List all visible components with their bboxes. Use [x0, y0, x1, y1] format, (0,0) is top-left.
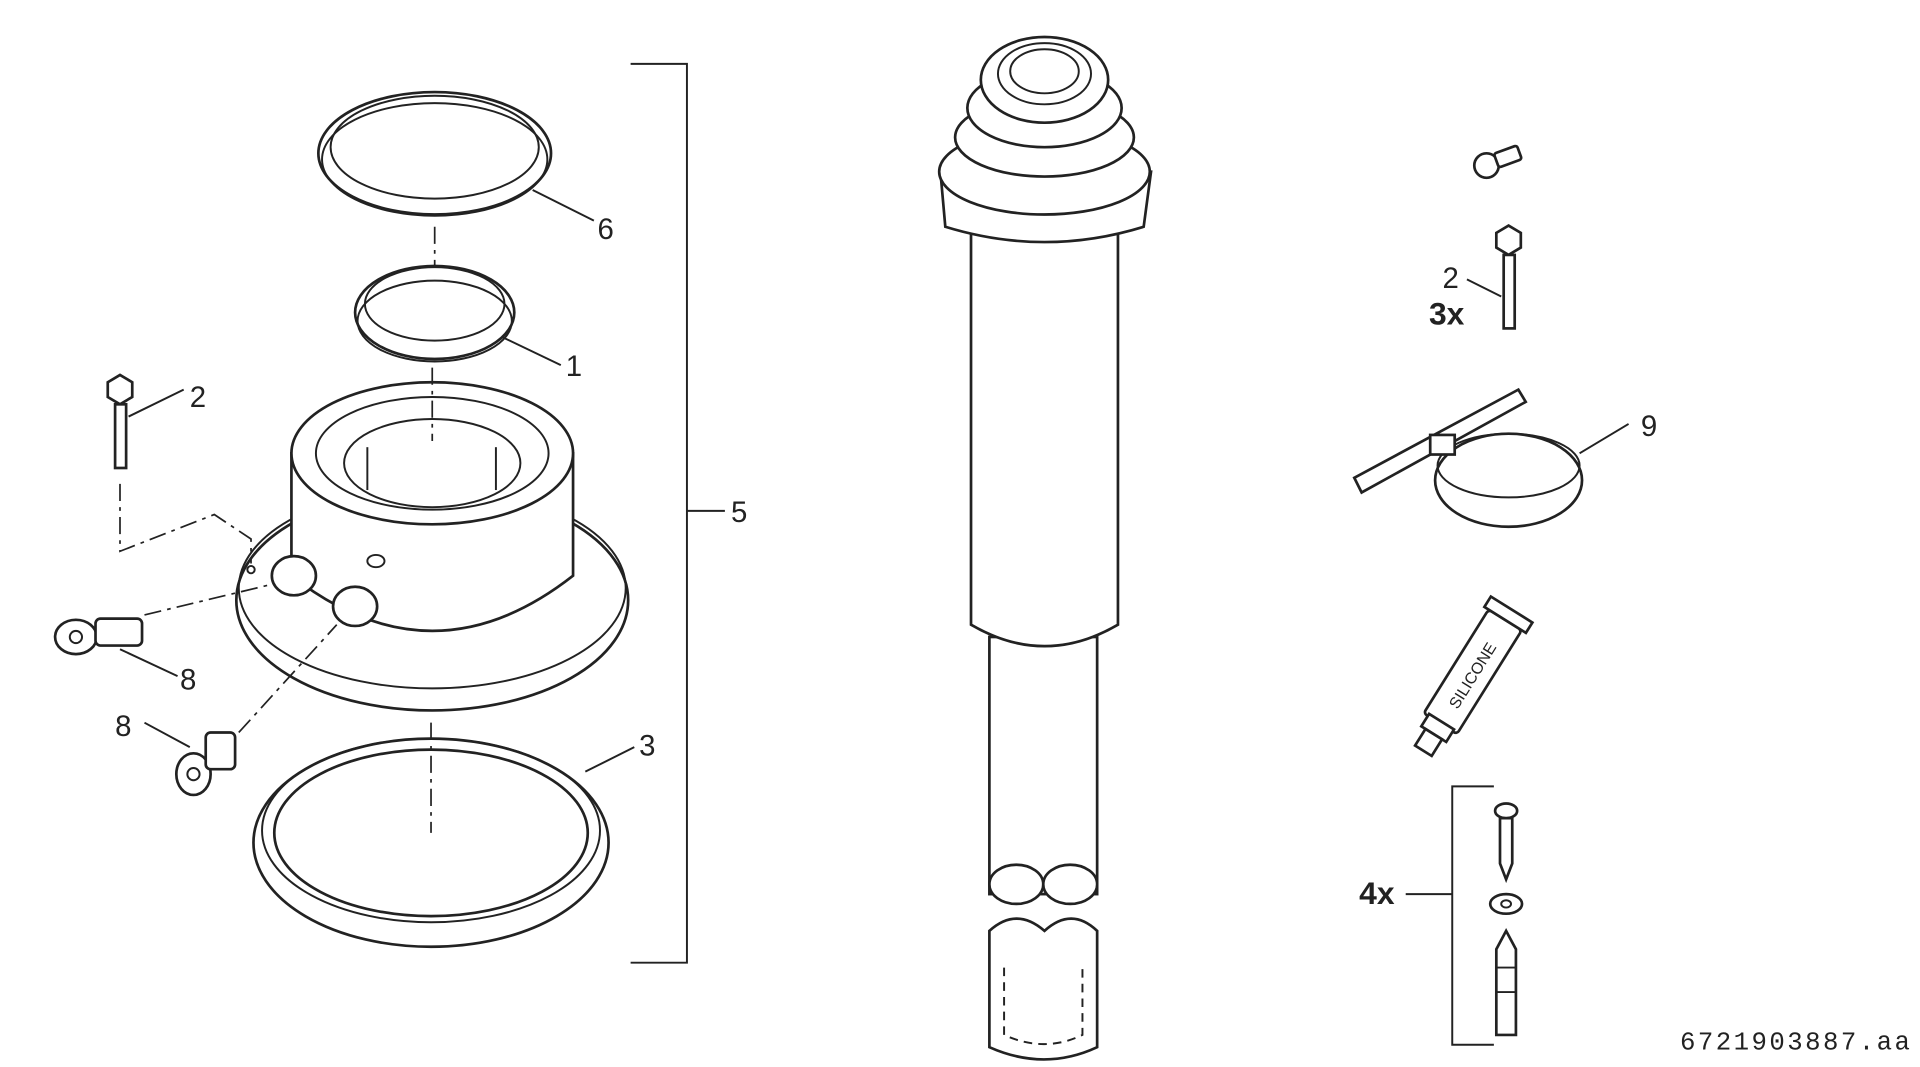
fixing-quantity: 4x — [1359, 875, 1395, 911]
figure-id: 6721903887.aa — [1680, 1029, 1912, 1058]
kit-bracket — [630, 62, 688, 964]
flue-pipe-end — [988, 917, 1099, 1061]
small-seal-ring — [353, 264, 516, 363]
callout-5: 5 — [731, 496, 747, 529]
test-cap-lower — [174, 731, 237, 797]
wall-plug — [1494, 927, 1518, 1037]
callout-6: 6 — [598, 213, 614, 246]
callout-2-left: 2 — [190, 381, 206, 414]
callout-3: 3 — [639, 730, 655, 763]
fixing-bracket — [1451, 785, 1494, 1046]
test-cap-upper — [53, 617, 144, 656]
callout-2-right: 2 — [1442, 262, 1458, 295]
wood-screw — [1493, 802, 1519, 884]
callout-9: 9 — [1641, 410, 1657, 443]
vertical-flue-terminal — [937, 35, 1153, 906]
silicone-tube: SILICONE — [1413, 594, 1535, 758]
pipe-clamp — [1352, 387, 1584, 529]
roof-base-adaptor — [234, 380, 630, 712]
bolt-right — [1494, 223, 1523, 330]
base-seal — [252, 737, 610, 949]
large-seal-ring — [317, 90, 553, 217]
bolt-quantity: 3x — [1429, 296, 1465, 332]
screw — [1472, 144, 1523, 180]
callout-1: 1 — [566, 350, 582, 383]
callout-8-lower: 8 — [115, 710, 131, 743]
callout-8-upper: 8 — [180, 664, 196, 697]
washer — [1488, 892, 1524, 916]
bolt-left — [106, 373, 134, 470]
